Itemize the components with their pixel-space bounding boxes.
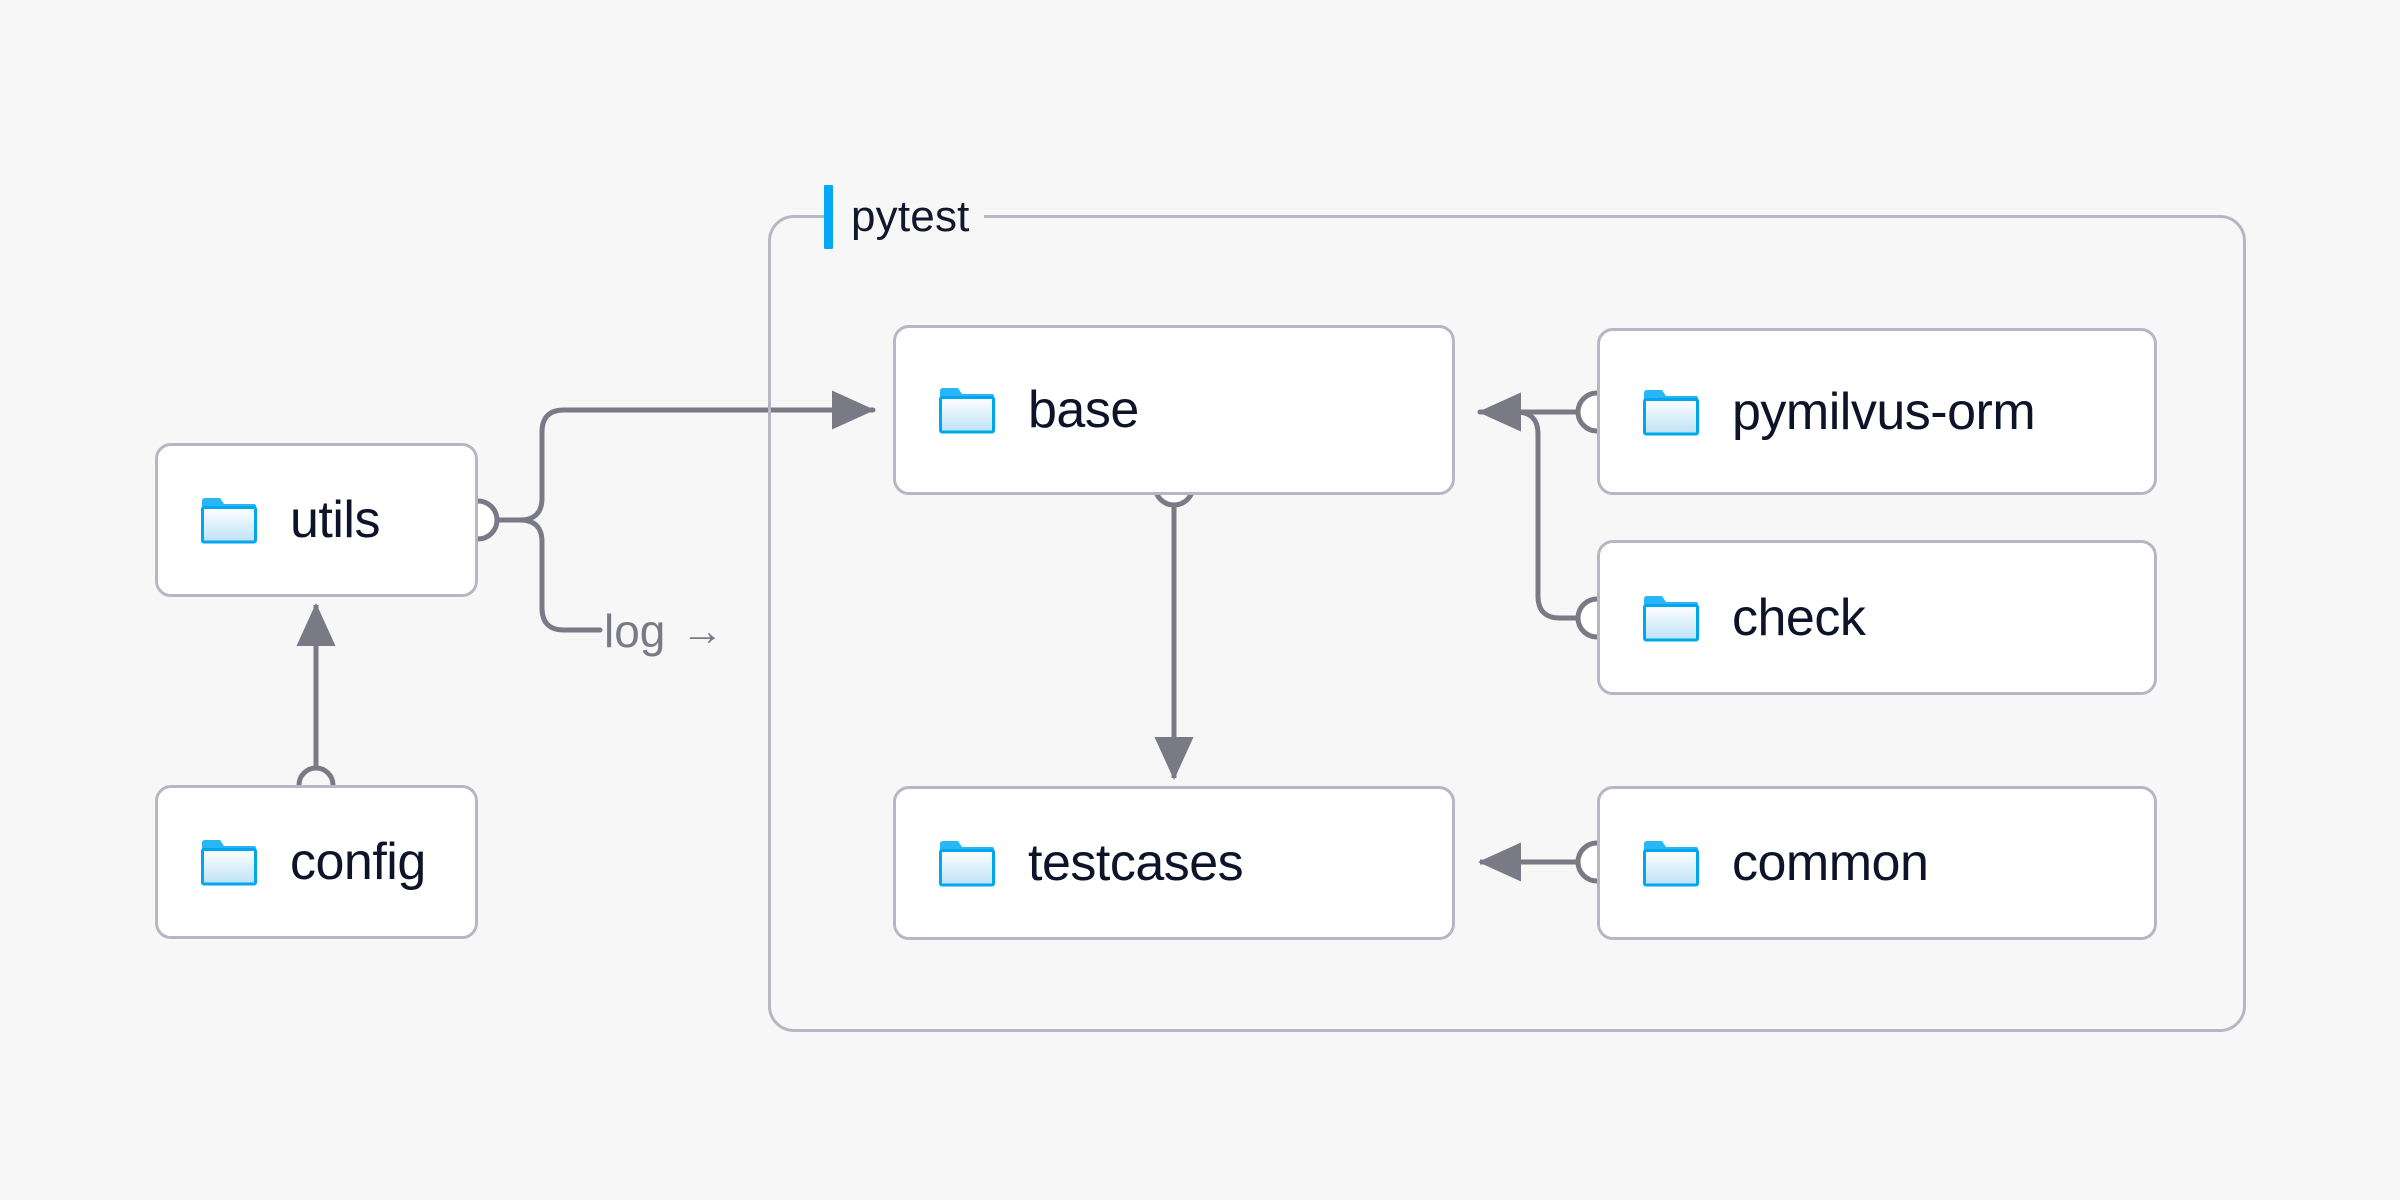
- node-utils[interactable]: utils: [155, 443, 478, 597]
- node-config[interactable]: config: [155, 785, 478, 939]
- node-testcases[interactable]: testcases: [893, 786, 1455, 940]
- edge-utils-to-pytest-log: [456, 498, 603, 633]
- group-container-pytest[interactable]: [768, 215, 2246, 1032]
- node-label: common: [1732, 834, 1929, 892]
- edge-config-to-utils: [296, 602, 336, 805]
- node-label: utils: [290, 491, 380, 549]
- folder-icon: [201, 840, 257, 886]
- node-label: testcases: [1028, 834, 1244, 892]
- node-common[interactable]: common: [1597, 786, 2157, 940]
- node-label: base: [1028, 381, 1139, 439]
- group-title: pytest: [851, 192, 970, 241]
- folder-icon: [1643, 389, 1699, 435]
- folder-icon: [939, 388, 995, 434]
- edge-label-text: log: [604, 605, 666, 657]
- folder-icon: [939, 841, 995, 887]
- node-label: pymilvus-orm: [1732, 382, 2036, 441]
- folder-icon: [201, 498, 257, 544]
- arrow-right-icon: →: [681, 607, 724, 654]
- folder-icon: [1643, 595, 1699, 641]
- accent-bar-icon: [824, 185, 833, 249]
- edge-label-log: log →: [604, 608, 723, 654]
- node-base[interactable]: base: [893, 325, 1455, 495]
- node-label: check: [1732, 588, 1866, 647]
- node-pymilvus-orm[interactable]: pymilvus-orm: [1597, 328, 2157, 495]
- node-check[interactable]: check: [1597, 540, 2157, 695]
- group-label-pytest: pytest: [824, 185, 984, 249]
- node-label: config: [290, 833, 426, 891]
- folder-icon: [1643, 841, 1699, 887]
